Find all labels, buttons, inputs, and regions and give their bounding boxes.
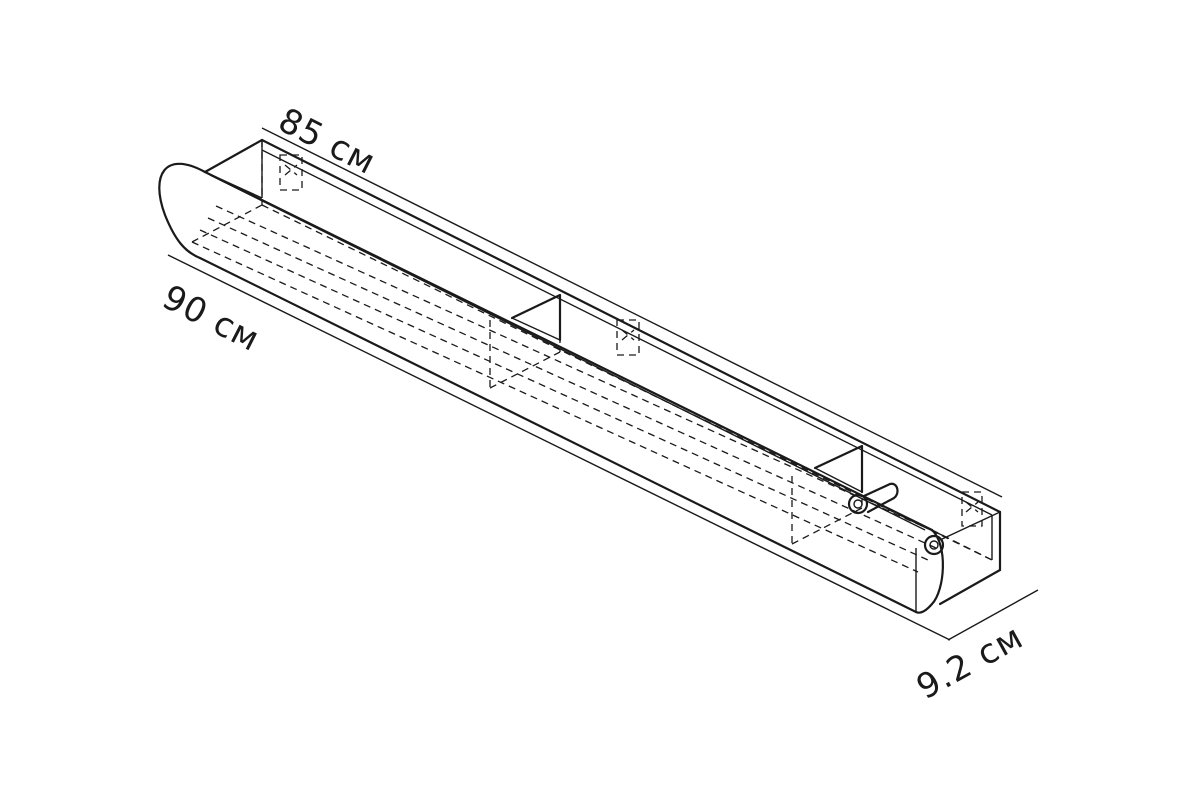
length-label: 90 см [156, 277, 266, 360]
height-label: 9.2 см [910, 617, 1030, 708]
shelf-outline [158, 138, 1002, 614]
height-dimension-line [947, 589, 1039, 641]
hidden-lines [191, 140, 993, 573]
length-dimension-line [167, 254, 951, 641]
depth-label: 85 см [272, 100, 382, 183]
wall-brackets [279, 154, 983, 527]
depth-dimension-line [261, 127, 1003, 498]
mounting-dowels [847, 482, 945, 556]
